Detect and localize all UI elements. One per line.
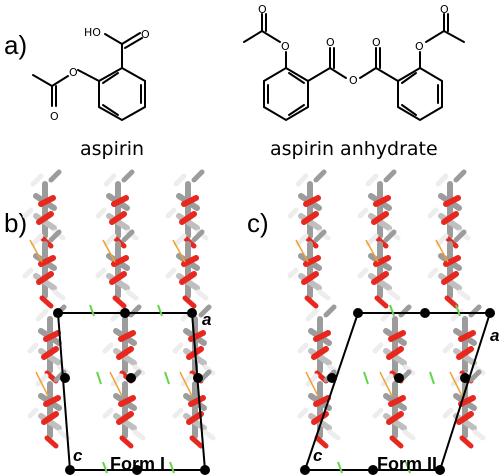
form2-hbonds: [295, 239, 463, 397]
aspirin-carbonyl-o-label: O: [141, 28, 150, 41]
form2-packing: [290, 172, 495, 475]
form2-label: Form II: [377, 454, 438, 474]
form1-symmetry-marks: [89, 304, 175, 474]
form2-molecules: [290, 172, 483, 446]
form1-axis-a-label: a: [202, 310, 212, 329]
structural-formulas: HO O O O O O O O O O: [32, 3, 465, 123]
anhydride-o1-label: O: [258, 3, 267, 16]
aspirin-hydroxyl-label: HO: [84, 26, 101, 39]
form1-molecules: [25, 172, 213, 446]
form2-cell-nodes: [300, 308, 495, 475]
aspirin-ester-o-label: O: [69, 66, 78, 79]
aspirin-structure: [32, 32, 146, 122]
form1-hbonds: [29, 239, 193, 397]
form2-axis-c-label: c: [313, 446, 323, 465]
anhydride-o4-label: O: [349, 74, 358, 87]
aspirin-acetyl-o-label: O: [50, 110, 59, 123]
form1-axis-c-label: c: [73, 446, 83, 465]
anhydride-o2-label: O: [281, 40, 290, 53]
form1-packing: [25, 172, 213, 475]
anhydride-o3-label: O: [326, 36, 335, 49]
anhydride-structure: [243, 13, 465, 122]
anhydride-o5-label: O: [372, 36, 381, 49]
panel-b-label: b): [4, 208, 28, 238]
form1-cell-nodes: [53, 308, 210, 475]
aspirin-name: aspirin: [80, 138, 145, 160]
form2-symmetry-marks: [337, 304, 461, 474]
panel-c-label: c): [247, 208, 269, 238]
form2-axis-a-label: a: [490, 326, 500, 345]
anhydride-o6-label: O: [415, 40, 424, 53]
anhydride-name: aspirin anhydrate: [270, 138, 438, 160]
panel-a-label: a): [4, 30, 28, 60]
anhydride-o7-label: O: [440, 3, 449, 16]
form1-label: Form I: [110, 454, 166, 474]
